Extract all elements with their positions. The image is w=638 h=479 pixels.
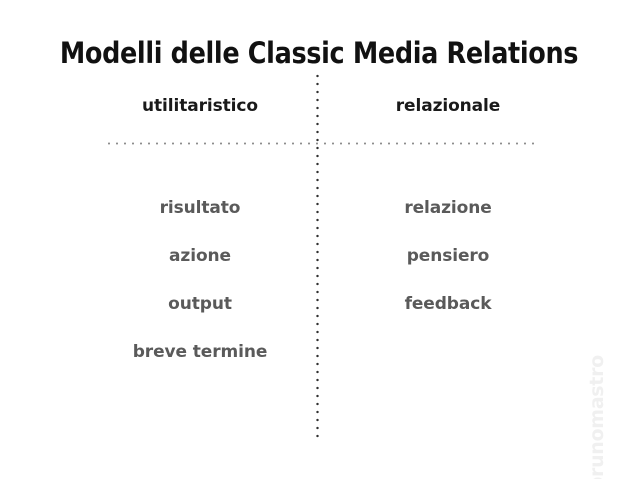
watermark-handle: @brunomastro [586, 355, 608, 479]
list-item: breve termine [132, 342, 268, 362]
page-title: Modelli delle Classic Media Relations [59, 36, 579, 71]
header-divider-horizontal [105, 142, 535, 145]
column-header-utilitaristico: utilitaristico [142, 96, 258, 116]
list-item: feedback [404, 294, 492, 314]
list-item: azione [169, 246, 231, 266]
column-header-relazionale: relazionale [395, 96, 501, 116]
column-items-relazionale: relazione pensiero feedback [328, 196, 568, 388]
column-items-utilitaristico: risultato azione output breve termine [80, 196, 320, 388]
column-divider-vertical [316, 72, 319, 438]
list-item: relazione [404, 198, 492, 218]
list-item: output [168, 294, 232, 314]
list-item: risultato [159, 198, 241, 218]
list-item: pensiero [406, 246, 490, 266]
list-item [328, 340, 568, 388]
